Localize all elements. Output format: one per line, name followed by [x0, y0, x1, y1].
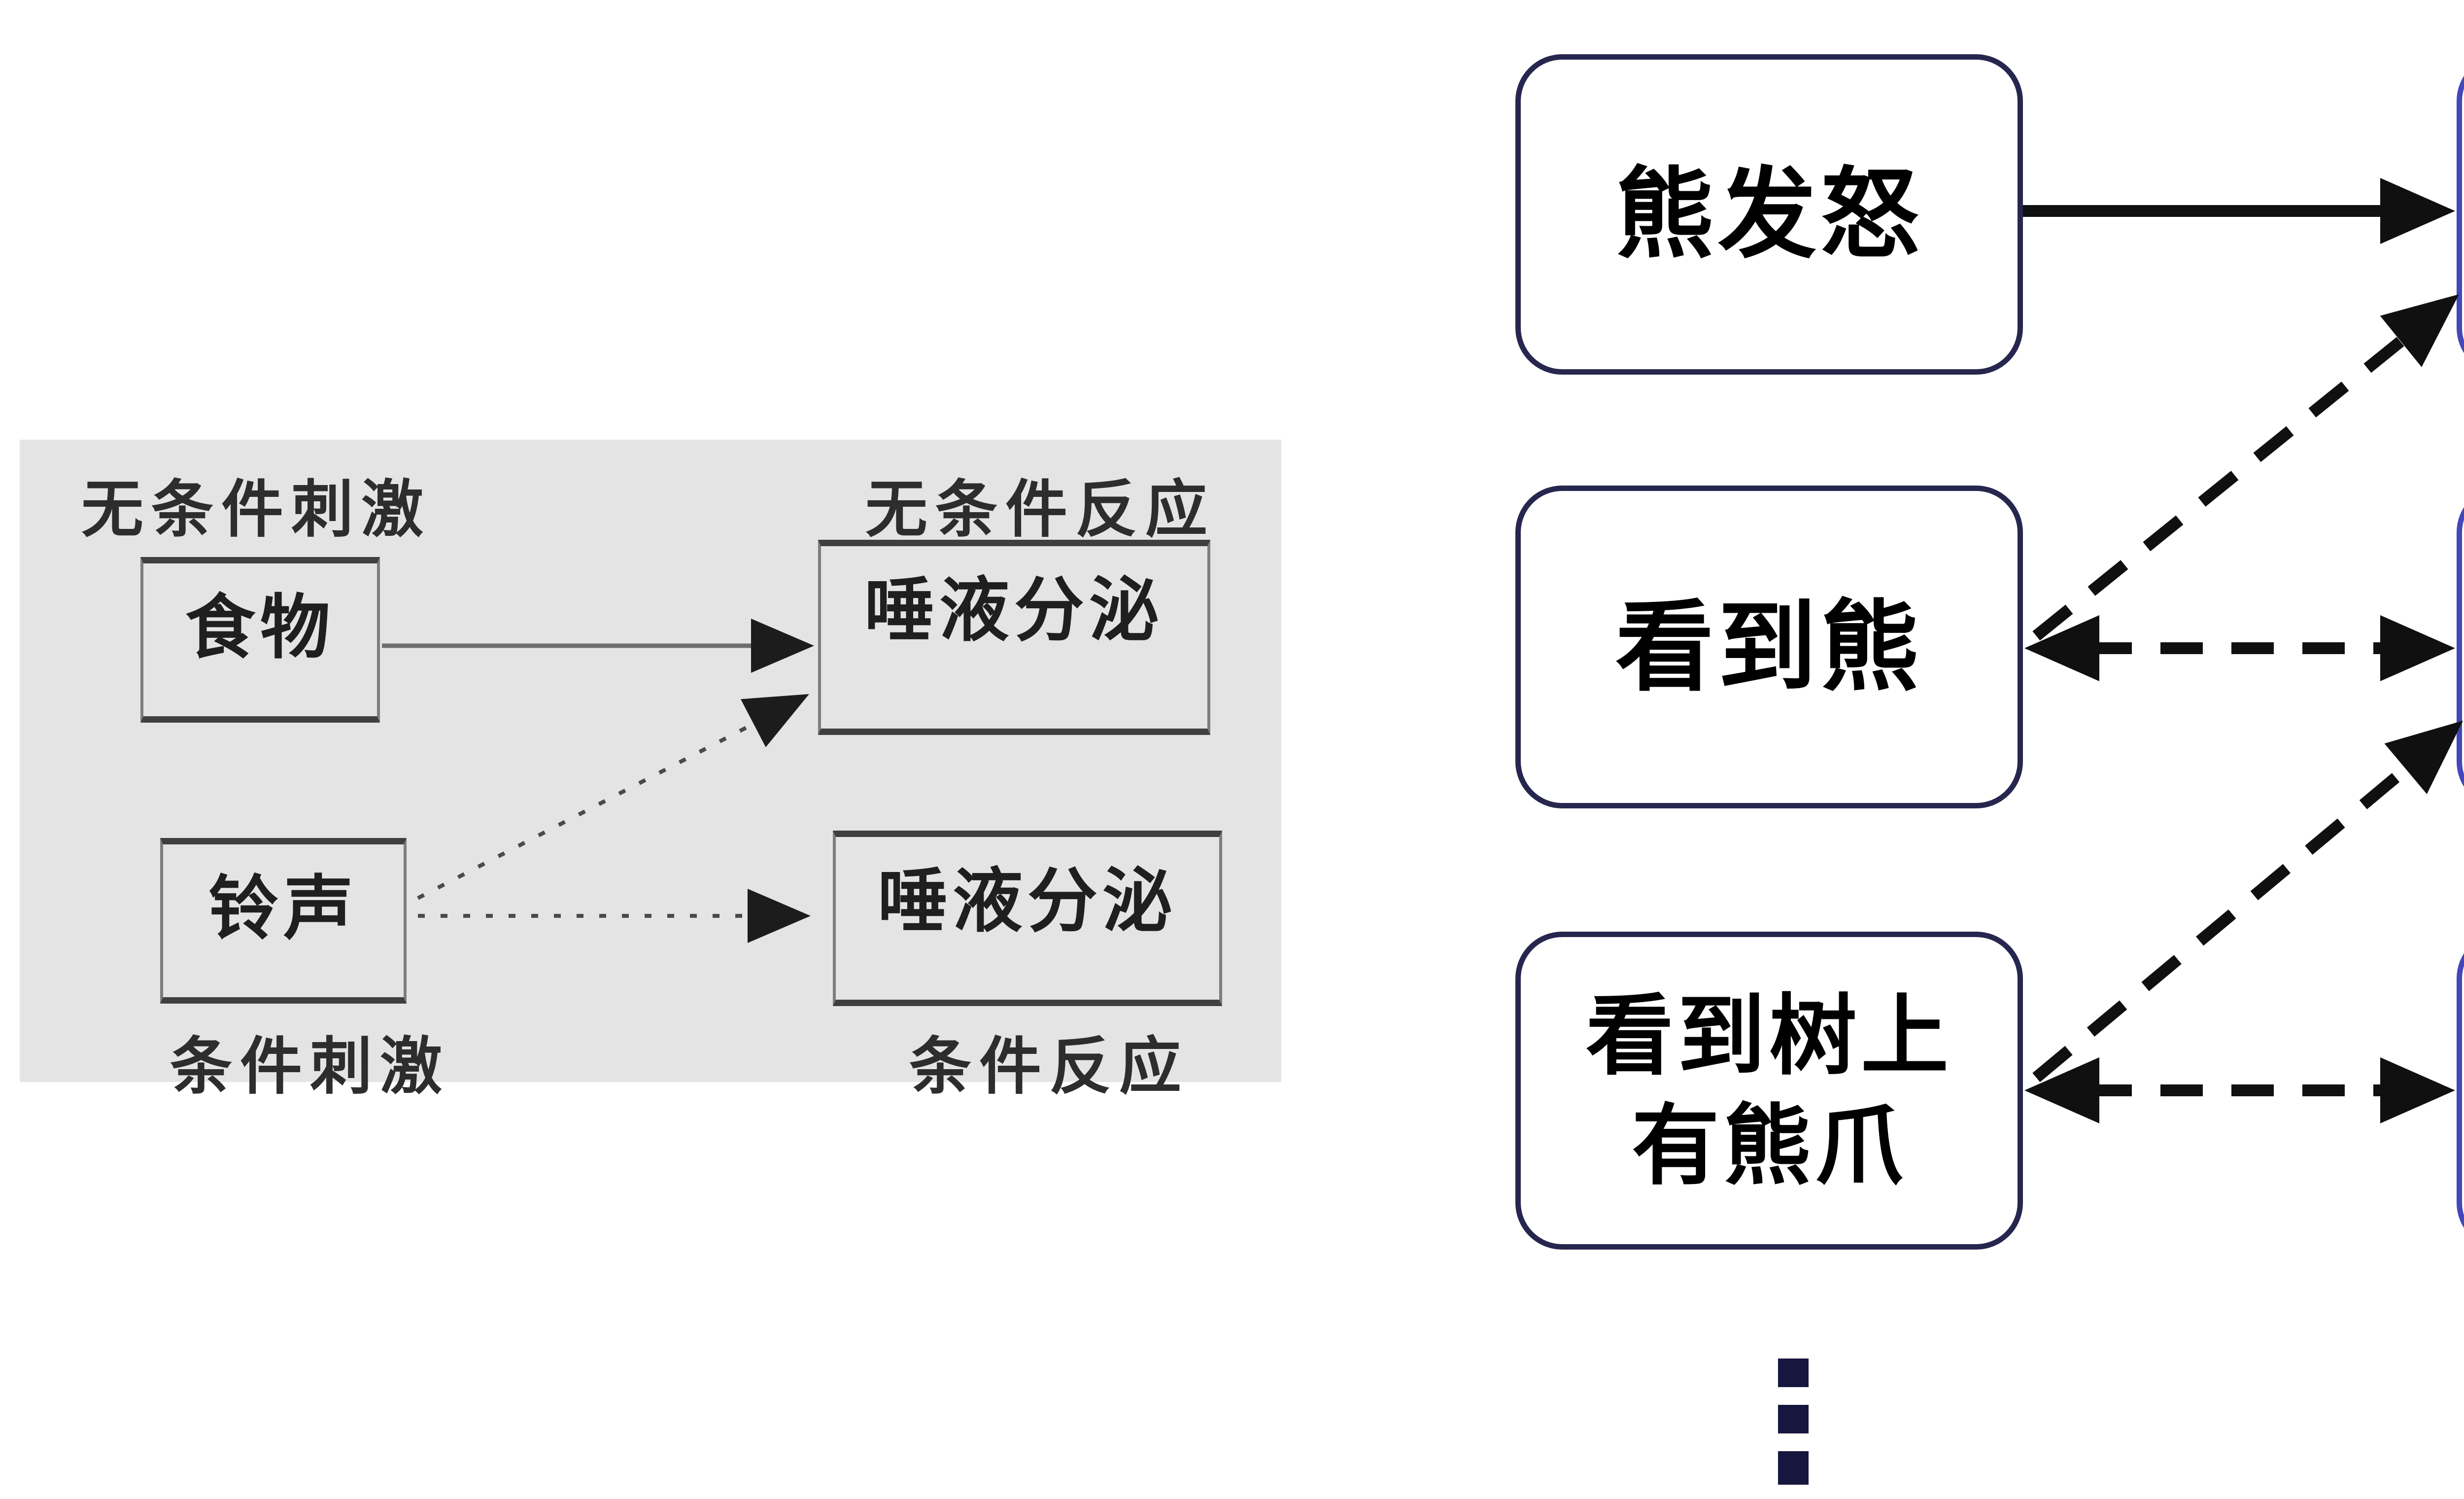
node-saliva-bottom-label: 唾液分泌: [878, 862, 1177, 941]
classical-conditioning-panel: 无条件刺激 无条件反应 食物 唾液分泌 铃声 唾液分泌 条件刺激 条件反应: [20, 440, 1281, 1101]
node-bear-rage-label: 熊发怒: [1615, 156, 1923, 272]
node-see-claw-label: 看到树上 有熊爪: [1586, 984, 1952, 1197]
node-bear-rage: 熊发怒: [1515, 54, 2023, 375]
edge-bell-saliva-top-line: [417, 722, 755, 900]
edge-seeclaw-vstate-arrowhead-right-icon: [2380, 1057, 2455, 1123]
edge-bell-saliva-top-arrowhead-icon: [741, 694, 809, 747]
edge-seebear-reward-line: [2032, 332, 2410, 641]
node-see-bear-label: 看到熊: [1615, 589, 1923, 705]
edge-bell-saliva-bottom-arrowhead-icon: [748, 889, 811, 943]
node-saliva-top: 唾液分泌: [818, 540, 1210, 735]
edge-food-saliva-arrowhead-icon: [751, 619, 814, 673]
edge-seebear-reward-arrowhead-icon: [2380, 294, 2459, 367]
node-saliva-top-label: 唾液分泌: [864, 571, 1164, 650]
edge-seebear-vnext-arrowhead-right-icon: [2380, 615, 2455, 681]
node-saliva-bottom: 唾液分泌: [833, 831, 1222, 1006]
ellipsis-states-icon: [1778, 1359, 1809, 1485]
node-bell-label: 铃声: [208, 870, 358, 948]
edge-seeclaw-vnext-line: [2032, 760, 2415, 1082]
edge-seeclaw-vstate-arrowhead-left-icon: [2024, 1057, 2099, 1123]
edge-bear-reward-arrowhead-icon: [2380, 178, 2455, 244]
node-bell: 铃声: [160, 838, 407, 1004]
node-see-claw: 看到树上 有熊爪: [1515, 932, 2023, 1250]
edge-seeclaw-vnext-arrowhead-icon: [2384, 721, 2463, 795]
label-conditioned-response: 条件反应: [909, 1032, 1189, 1101]
label-unconditioned-stimulus: 无条件刺激: [81, 475, 431, 544]
label-unconditioned-response: 无条件反应: [865, 475, 1215, 544]
edge-seebear-vnext-arrowhead-left-icon: [2024, 615, 2099, 681]
node-food: 食物: [140, 557, 380, 723]
node-food-label: 食物: [185, 589, 335, 667]
node-see-bear: 看到熊: [1515, 486, 2023, 808]
label-conditioned-stimulus: 条件刺激: [170, 1032, 450, 1101]
